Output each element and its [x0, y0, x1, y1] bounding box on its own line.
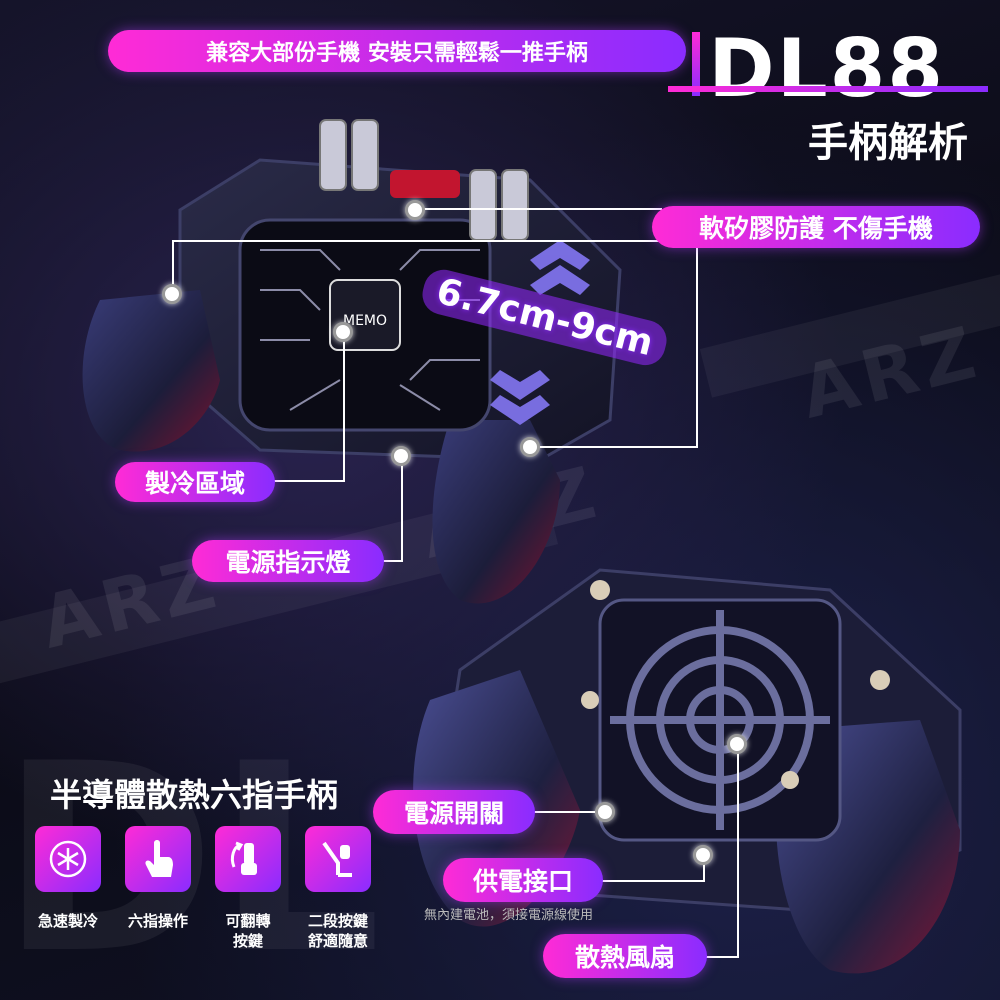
callout-line	[380, 560, 402, 562]
callout-line	[696, 240, 698, 448]
tagline-banner: 兼容大部份手機 安裝只需輕鬆一推手柄	[108, 30, 686, 72]
callout-line	[737, 744, 739, 958]
callout-power-light: 電源指示燈	[192, 540, 384, 582]
callout-dot	[333, 322, 353, 342]
callout-fan: 散熱風扇	[543, 934, 707, 978]
callout-line	[343, 332, 345, 482]
callout-power-switch: 電源開關	[373, 790, 535, 834]
callout-line	[530, 446, 698, 448]
callout-dot	[693, 845, 713, 865]
feature-list: 急速製冷 六指操作 可翻轉 按鍵 二段按鍵 舒適隨意	[28, 826, 378, 951]
section-subtitle: 手柄解析	[808, 120, 968, 166]
callout-line	[172, 240, 174, 294]
callout-line	[172, 240, 698, 242]
feature-label: 可翻轉 按鍵	[225, 912, 270, 951]
title-underline	[668, 86, 988, 92]
callout-line	[600, 880, 704, 882]
callout-line	[530, 811, 604, 813]
feature-label-line: 二段按鍵 舒適隨意	[307, 912, 368, 950]
touch-finger-icon	[125, 826, 191, 892]
callout-line	[401, 456, 403, 562]
feature-item: 急速製冷	[28, 826, 108, 951]
memo-logo: MEMO	[343, 313, 387, 329]
two-stage-trigger-icon	[305, 826, 371, 892]
feature-label-line: 可翻轉 按鍵	[225, 912, 271, 950]
callout-dot	[727, 734, 747, 754]
product-name: 半導體散熱六指手柄	[50, 776, 339, 814]
callout-dot	[405, 200, 425, 220]
controller-back-image	[413, 568, 962, 974]
title-accent	[692, 32, 700, 96]
callout-dot	[595, 802, 615, 822]
feature-item: 可翻轉 按鍵	[208, 826, 288, 951]
battery-note: 無內建電池，須接電源線使用	[424, 908, 594, 923]
callout-dot	[391, 446, 411, 466]
callout-silicone: 軟矽膠防護 不傷手機	[652, 206, 980, 248]
callout-line	[705, 956, 739, 958]
callout-power-port: 供電接口	[443, 858, 603, 902]
flip-trigger-icon	[215, 826, 281, 892]
callout-line	[703, 856, 705, 882]
feature-item: 六指操作	[118, 826, 198, 951]
callout-dot	[520, 437, 540, 457]
model-title: DL88	[708, 22, 945, 115]
callout-line	[422, 208, 662, 210]
feature-label: 六指操作	[127, 912, 188, 930]
callout-dot	[162, 284, 182, 304]
callout-cooling-zone: 製冷區域	[115, 462, 275, 502]
feature-item: 二段按鍵 舒適隨意	[298, 826, 378, 951]
callout-line	[270, 480, 344, 482]
feature-label: 二段按鍵 舒適隨意	[308, 912, 368, 951]
feature-label: 急速製冷	[37, 912, 98, 930]
snowflake-icon	[35, 826, 101, 892]
